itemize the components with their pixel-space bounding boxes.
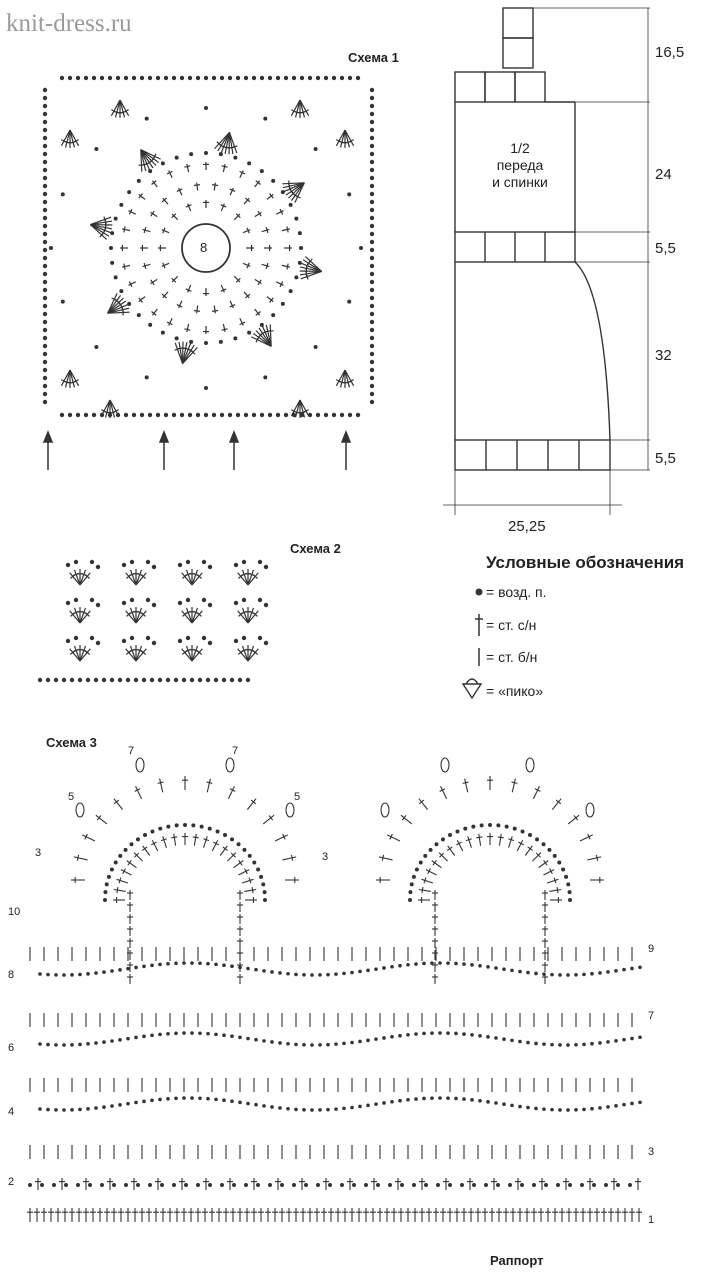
pattern-piece-label: 1/2 переда и спинки (470, 140, 570, 191)
legend-item-chain: = возд. п. (486, 584, 547, 600)
scheme-1-title: Схема 1 (348, 50, 399, 65)
pattern-label-line-2: переда (496, 157, 544, 173)
row-number-4: 4 (8, 1106, 15, 1118)
dim-32: 32 (655, 347, 672, 364)
petal-number-5-left: 5 (68, 791, 75, 803)
motif-center-label: 8 (200, 240, 208, 255)
row-number-9: 9 (648, 943, 655, 955)
pattern-label-line-1: 1/2 (510, 140, 530, 156)
dim-25-25: 25,25 (508, 518, 546, 535)
dim-5-5-upper: 5,5 (655, 240, 676, 257)
legend-item-dc: = ст. с/н (486, 617, 537, 633)
dim-16-5: 16,5 (655, 44, 685, 61)
row-number-8: 8 (8, 969, 15, 981)
row-number-6: 6 (8, 1042, 15, 1054)
legend-item-sc: = ст. б/н (486, 649, 538, 665)
petal-number-3-left: 3 (35, 847, 42, 859)
petal-number-3-right: 3 (322, 851, 329, 863)
scheme-3-title: Схема 3 (46, 735, 97, 750)
site-watermark: knit-dress.ru (6, 10, 132, 37)
repeat-label: Раппорт (490, 1253, 544, 1268)
dim-5-5-lower: 5,5 (655, 450, 676, 467)
dim-24: 24 (655, 166, 672, 183)
row-number-10: 10 (8, 906, 21, 918)
legend-item-picot: = «пико» (486, 683, 544, 699)
scheme-2-title: Схема 2 (290, 541, 341, 556)
row-number-1: 1 (648, 1214, 655, 1226)
row-number-2: 2 (8, 1176, 15, 1188)
row-number-3: 3 (648, 1146, 655, 1158)
row-number-7: 7 (648, 1010, 655, 1022)
petal-number-7-right: 7 (232, 745, 239, 757)
legend-title: Условные обозначения (486, 553, 685, 572)
petal-number-7-left: 7 (128, 745, 135, 757)
petal-number-5-right: 5 (294, 791, 301, 803)
pattern-label-line-3: и спинки (492, 174, 548, 190)
